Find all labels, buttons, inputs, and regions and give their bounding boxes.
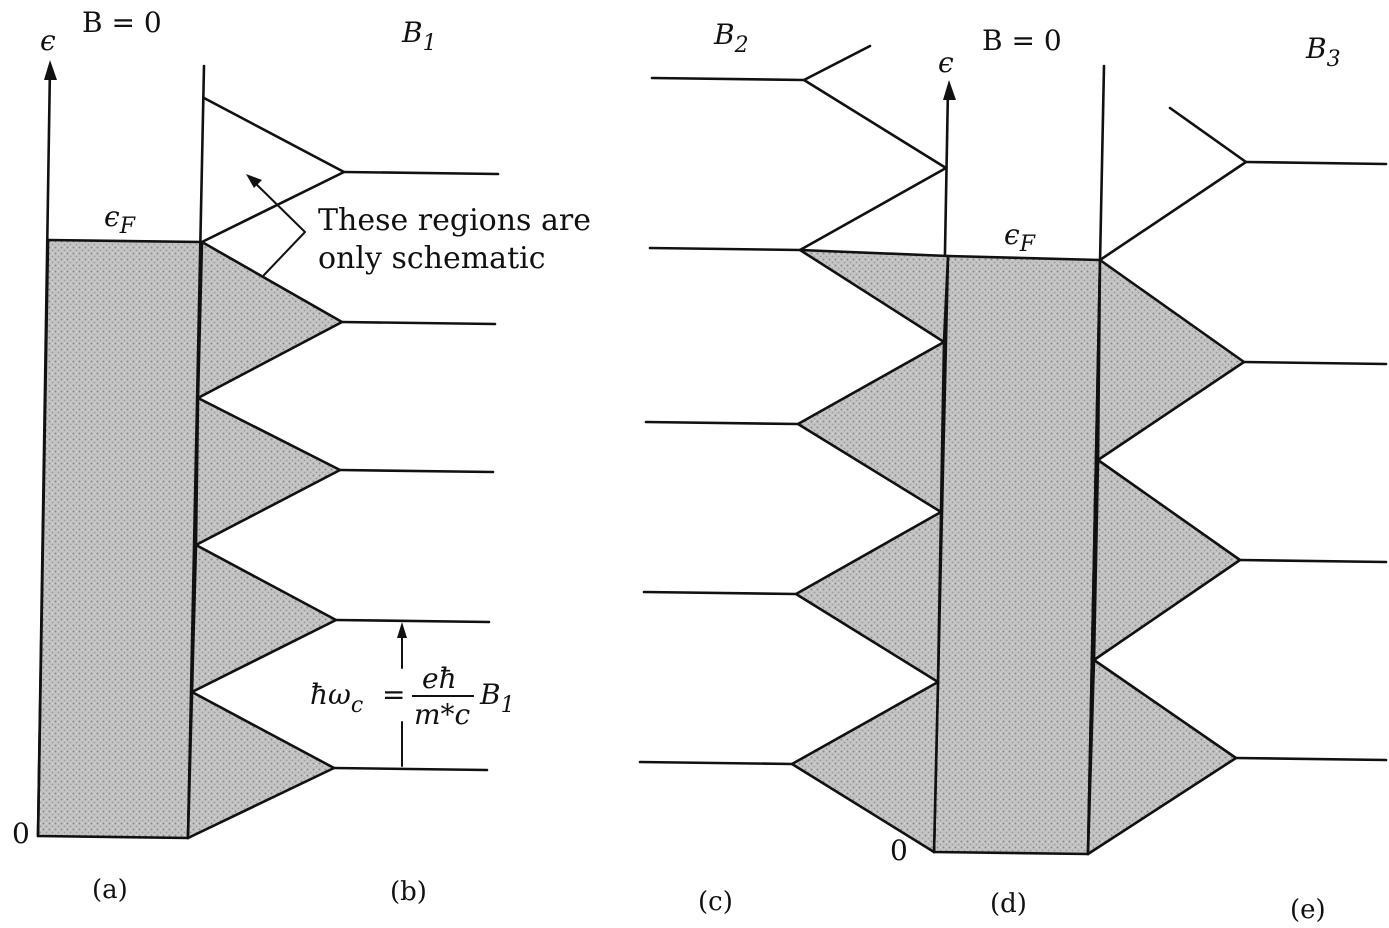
landau-band-b-4 xyxy=(186,690,336,840)
level-line-e-2 xyxy=(1238,558,1388,564)
level-line-b-4 xyxy=(332,766,489,772)
level-line-b-3 xyxy=(334,618,491,624)
field-label-b: B1 xyxy=(401,16,437,56)
landau-band-c-2 xyxy=(796,340,946,514)
energy-axis-a xyxy=(36,64,52,838)
zero-label-a: 0 xyxy=(12,817,30,850)
energy-axis-label-a: ϵ xyxy=(40,24,56,57)
energy-axis-label-d: ϵ xyxy=(938,46,954,79)
level-line-e-0 xyxy=(1244,160,1388,166)
svg-text:=: = xyxy=(382,678,405,711)
level-line-c-0 xyxy=(650,76,806,82)
panel-a xyxy=(36,60,206,840)
caption-d: (d) xyxy=(990,889,1027,919)
landau-band-b-1 xyxy=(196,240,344,400)
landau-empty-level-e xyxy=(1098,106,1248,262)
caption-b: (b) xyxy=(390,877,427,907)
note-line-2: only schematic xyxy=(318,241,546,276)
field-label-a: B = 0 xyxy=(82,6,162,39)
fermi-level-label-d: ϵF xyxy=(1004,218,1036,257)
field-label-e: B3 xyxy=(1305,32,1341,72)
level-line-b-2 xyxy=(338,468,495,474)
panel-e xyxy=(1086,106,1388,856)
landau-band-c-1 xyxy=(798,248,950,344)
spacing-arrow-head xyxy=(397,622,407,638)
energy-axis-arrow-a xyxy=(44,60,57,80)
svg-text:m*c: m*c xyxy=(414,698,471,731)
level-line-c-2 xyxy=(644,420,800,426)
panel-c xyxy=(638,44,950,854)
caption-c: (c) xyxy=(698,887,733,917)
level-line-c-1 xyxy=(648,246,802,252)
landau-band-b-3 xyxy=(190,543,338,694)
note-leader-line xyxy=(251,179,306,276)
level-line-b-0 xyxy=(342,170,500,176)
divider-line-de xyxy=(1086,64,1106,856)
filled-fermi-sea-a xyxy=(36,238,204,840)
landau-band-e-3 xyxy=(1086,658,1238,856)
landau-band-c-4 xyxy=(790,680,940,854)
field-label-d: B = 0 xyxy=(982,24,1062,57)
panel-d xyxy=(932,64,1106,856)
field-label-c: B2 xyxy=(713,18,749,58)
note-line-1: These regions are xyxy=(318,203,591,238)
level-line-c-3 xyxy=(642,590,798,596)
fermi-level-label-a: ϵF xyxy=(104,200,136,239)
filled-fermi-sea-d xyxy=(932,254,1102,856)
landau-band-e-2 xyxy=(1092,458,1242,662)
level-line-e-3 xyxy=(1234,756,1388,762)
panel-b xyxy=(186,96,500,840)
caption-a: (a) xyxy=(92,875,128,905)
svg-text:eħ: eħ xyxy=(422,662,457,695)
level-line-c-4 xyxy=(638,760,794,766)
zero-label-d: 0 xyxy=(890,834,908,867)
landau-band-b-2 xyxy=(194,396,342,547)
cyclotron-spacing-formula: ħωc = eħ m*c B1 xyxy=(310,662,515,731)
caption-e: (e) xyxy=(1290,895,1326,925)
energy-axis-arrow-d xyxy=(943,80,956,100)
level-line-e-1 xyxy=(1242,360,1388,366)
level-line-b-1 xyxy=(340,320,497,326)
landau-band-e-1 xyxy=(1096,258,1246,462)
landau-band-c-3 xyxy=(794,510,943,684)
svg-text:ħωc: ħωc xyxy=(310,678,363,718)
svg-text:B1: B1 xyxy=(479,678,515,718)
landau-empty-level-c xyxy=(798,44,948,252)
note-leader-arrowhead xyxy=(246,174,262,188)
